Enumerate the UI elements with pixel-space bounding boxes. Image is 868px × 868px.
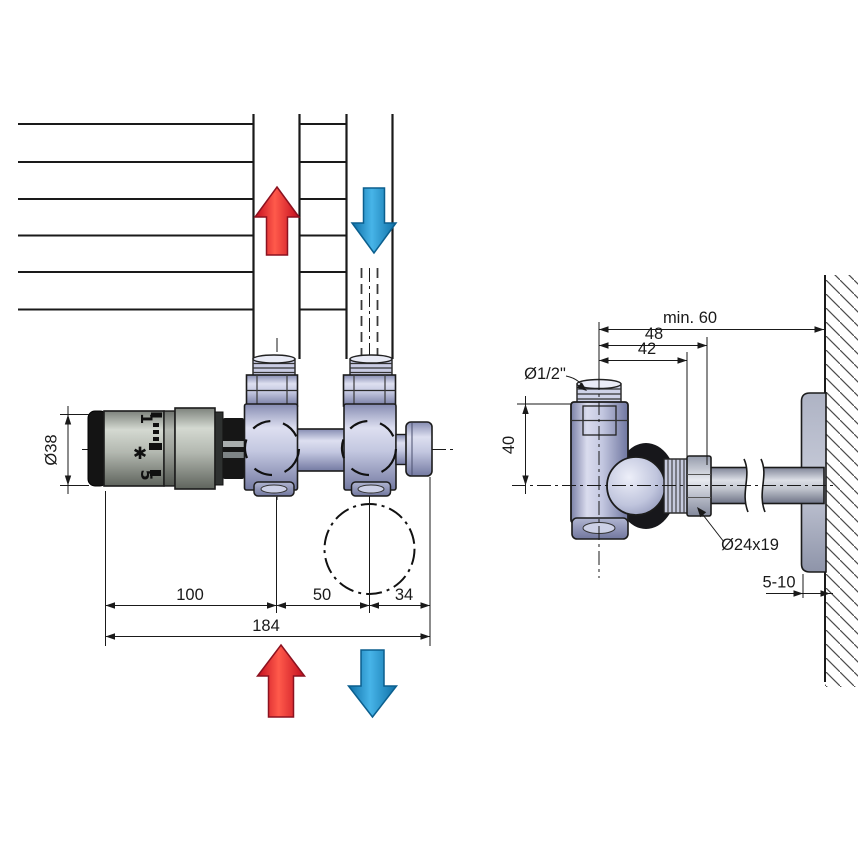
radiator-fins [18, 123, 253, 311]
dim-label-42: 42 [638, 340, 656, 358]
frost-protection-icon: ✱ [133, 444, 147, 464]
dim-label-50: 50 [313, 586, 331, 604]
dim-label-wall-gap: 5-10 [762, 574, 795, 592]
valve-port-left [243, 403, 299, 491]
radiator-rungs [299, 123, 347, 311]
head-scale: 1 ✱ 5 [133, 412, 162, 481]
head-scale-ticks [149, 412, 162, 476]
valve-port-right [343, 403, 397, 491]
dim-label-head-diameter: Ø38 [43, 434, 61, 465]
dimensions-side: min. 60 48 42 40 Ø1/2" Ø24x19 5-10 [500, 309, 833, 598]
valve-body-side [570, 378, 712, 540]
label-nut-size: Ø24x19 [721, 536, 779, 554]
phantom-arc-right [340, 419, 398, 477]
dim-label-48: 48 [645, 325, 663, 343]
end-plug [405, 421, 433, 477]
dimension-chain-front: 100 50 34 184 [105, 477, 431, 646]
thermostatic-head: 1 ✱ 5 [87, 407, 244, 490]
return-flow-down-arrow-bottom-icon [346, 649, 399, 719]
supply-flow-up-arrow-bottom-icon [255, 643, 307, 718]
dim-label-184: 184 [252, 617, 280, 635]
dim-label-100: 100 [176, 586, 204, 604]
centerlines-side [512, 326, 835, 578]
supply-flow-up-arrow-icon [253, 185, 301, 256]
head-scale-max: 1 [137, 413, 156, 424]
head-nut-stripe [223, 452, 244, 458]
dimension-head-diameter: Ø38 [43, 406, 89, 494]
wall [824, 275, 858, 687]
valve-body-front [243, 354, 433, 497]
label-thread-size: Ø1/2" [524, 365, 566, 383]
head-scale-min: 5 [137, 469, 156, 480]
dim-label-34: 34 [395, 586, 413, 604]
dim-label-40: 40 [500, 436, 518, 454]
dim-label-min60: min. 60 [663, 309, 717, 327]
phantom-arc-left [243, 419, 301, 477]
pipe-break-symbol [760, 458, 766, 513]
pipe-break-symbol [743, 458, 749, 513]
return-flow-down-arrow-icon [350, 187, 398, 255]
head-nut-stripe [223, 441, 244, 447]
